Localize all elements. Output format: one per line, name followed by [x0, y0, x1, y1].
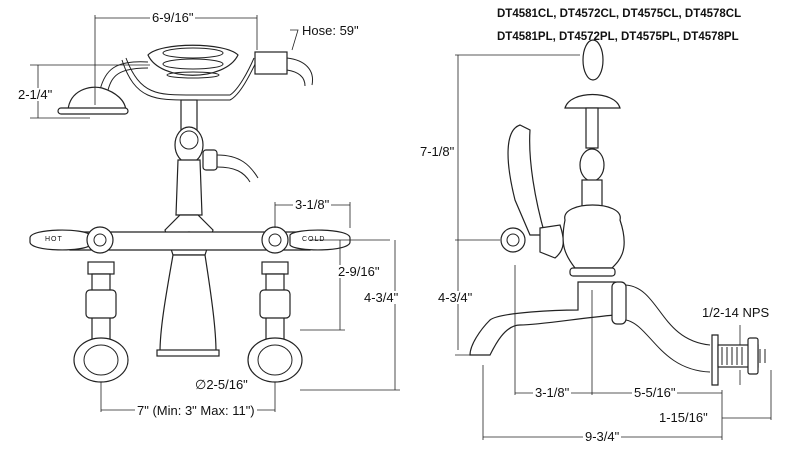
model-numbers-line-1: DT4581CL, DT4572CL, DT4575CL, DT4578CL [497, 8, 742, 20]
shower-head [67, 86, 127, 113]
dim-handshower-height: 2-1/4" [16, 87, 55, 102]
handshower-handle [147, 44, 239, 76]
dim-spout-height: 4-3/4" [436, 290, 475, 305]
dim-total-depth: 9-3/4" [583, 429, 622, 444]
side-spout [469, 281, 616, 356]
dim-overall-height: 4-3/4" [362, 290, 401, 305]
front-view-faucet [29, 44, 351, 383]
front-dimension-lines [30, 15, 400, 412]
dim-flange-diameter: ∅2-5/16" [193, 377, 250, 392]
dim-handshower-width: 6-9/16" [150, 10, 196, 25]
dim-shank-length: 1-15/16" [657, 410, 710, 425]
side-view-faucet [469, 39, 766, 386]
model-numbers-line-2: DT4581PL, DT4572PL, DT4575PL, DT4578PL [497, 31, 739, 43]
dim-total-height: 7-1/8" [418, 144, 457, 159]
dim-thread: 1/2-14 NPS [700, 305, 772, 320]
tub-spout [159, 254, 217, 353]
side-handle [507, 124, 546, 236]
diverter [174, 126, 204, 164]
dim-handle-offset: 3-1/8" [533, 385, 572, 400]
cold-label: COLD [302, 236, 326, 243]
hot-label: HOT [45, 236, 63, 243]
dim-spout-to-wall: 5-5/16" [632, 385, 678, 400]
dim-handle-height: 2-9/16" [336, 264, 382, 279]
dim-handle-spacing: 3-1/8" [293, 197, 332, 212]
dim-hose-length: Hose: 59" [300, 23, 361, 38]
dim-centers: 7" (Min: 3" Max: 11") [135, 403, 257, 418]
